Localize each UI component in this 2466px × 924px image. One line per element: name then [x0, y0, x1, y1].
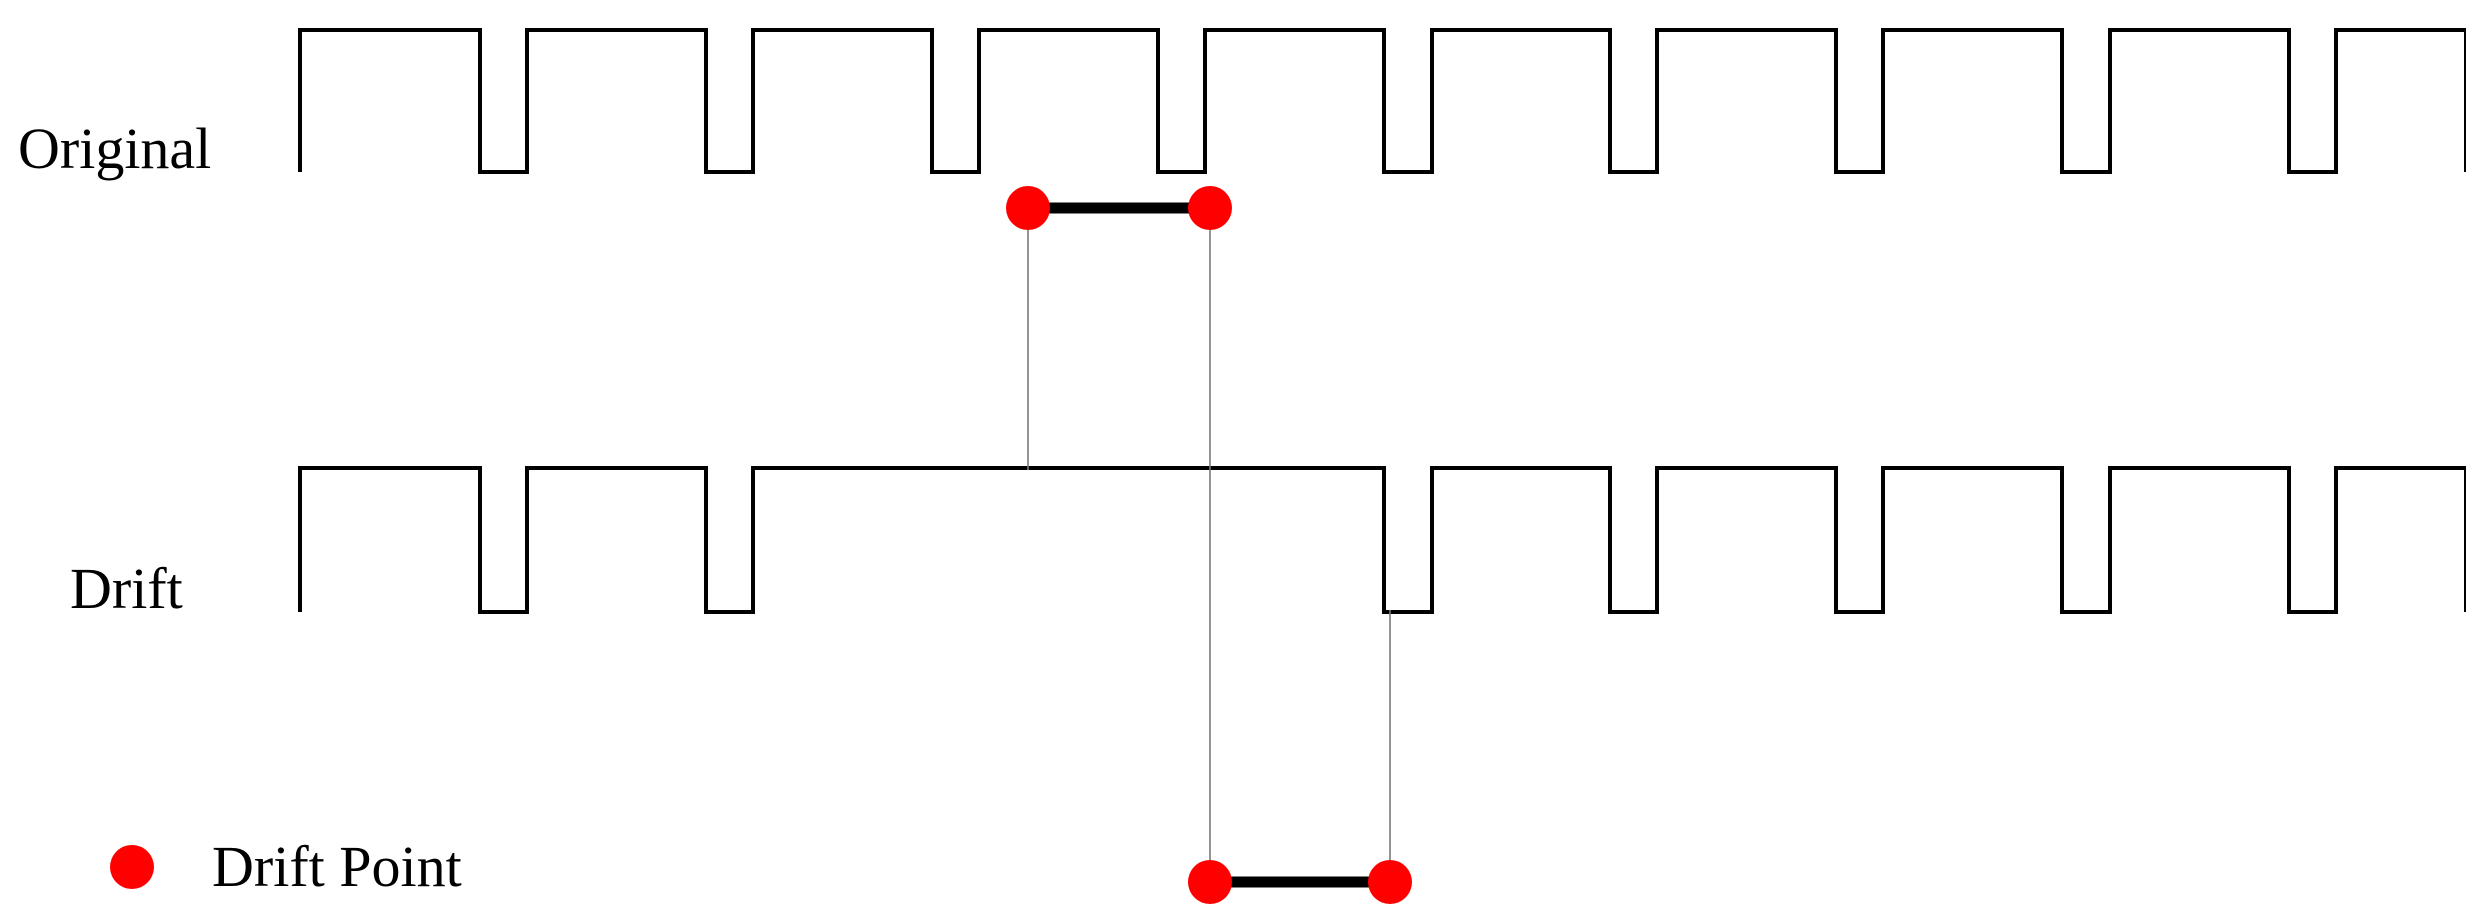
drift-point-bottom-right[interactable] [1368, 860, 1412, 904]
drift-point-top-left[interactable] [1006, 186, 1050, 230]
drift-point-top-right[interactable] [1188, 186, 1232, 230]
waveform-original [298, 28, 2466, 174]
series-label-original: Original [18, 116, 212, 181]
drift-point-bottom-left[interactable] [1188, 860, 1232, 904]
series-label-drift: Drift [70, 556, 183, 621]
legend-label-drift-point: Drift Point [212, 834, 462, 899]
waveform-drift [298, 466, 2466, 614]
red-dot-icon [110, 845, 154, 889]
legend: Drift Point [110, 838, 462, 896]
